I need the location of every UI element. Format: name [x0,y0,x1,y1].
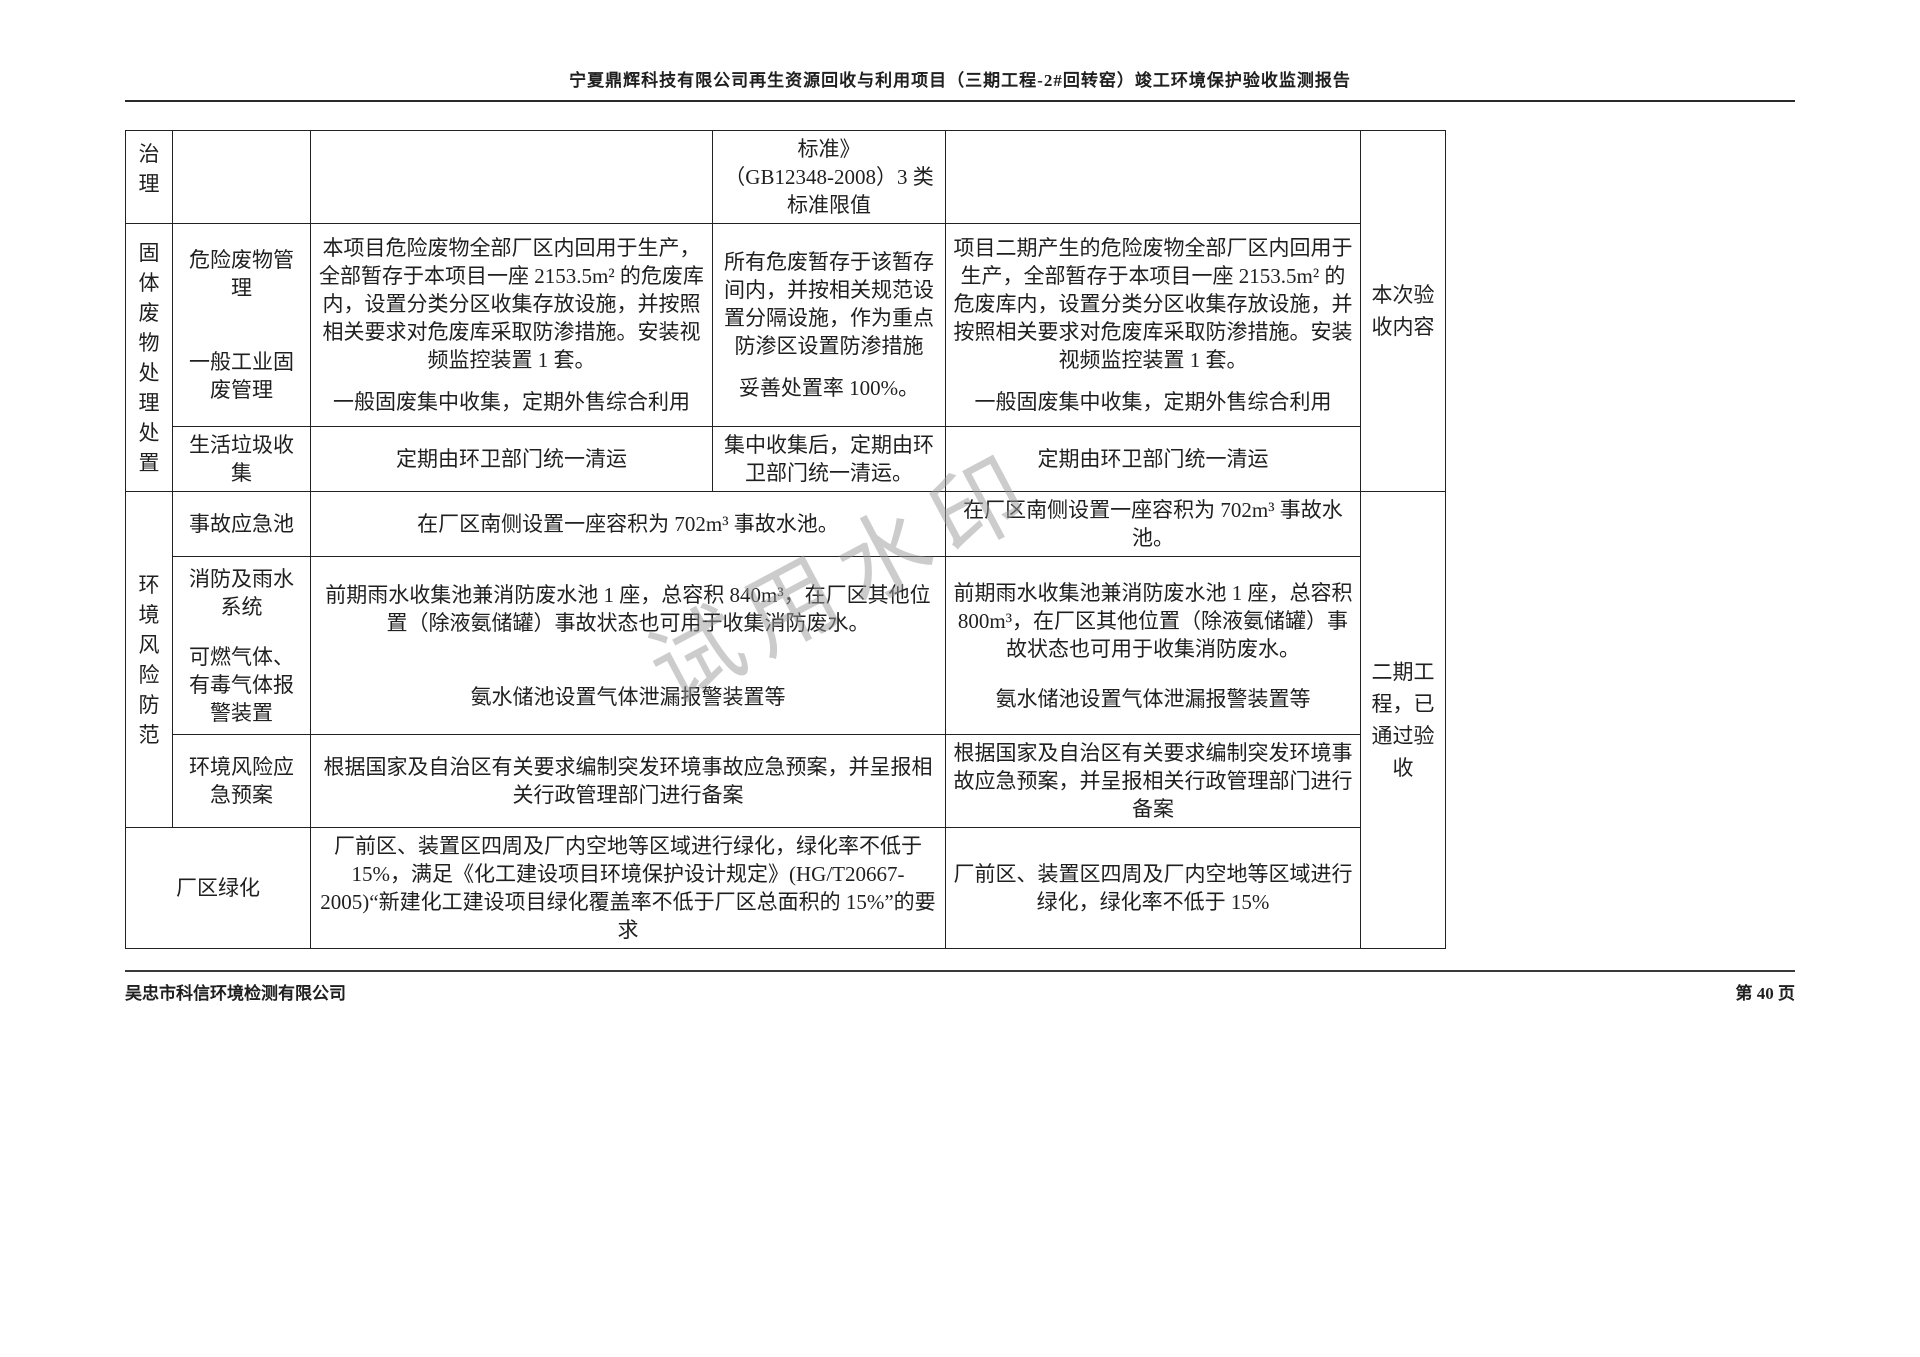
page-footer: 吴忠市科信环境检测有限公司 第 40 页 [125,970,1795,1004]
cell-accident-pool-phase3: 在厂区南侧设置一座容积为 702m³ 事故水池。 [310,491,946,557]
vertical-label-treatment: 治理 [125,130,173,224]
emergency-plan-text: 根据国家及自治区有关要求编制突发环境事故应急预案，并呈报相关行政管理部门进行备案 [323,755,933,807]
disposal-rate-text: 妥善处置率 100%。 [738,376,920,400]
emergency-plan-label: 环境风险应急预案 [189,755,294,807]
phase2-greening-text: 厂前区、装置区四周及厂内空地等区域进行绿化，绿化率不低于 15% [953,862,1353,914]
cell-empty [172,130,311,224]
cell-phase2-accepted: 二期工程，已通过验收 [1360,491,1446,949]
cell-greening-phase3: 厂前区、装置区四周及厂内空地等区域进行绿化，绿化率不低于 15%，满足《化工建设… [310,827,946,949]
row-noise-standard-continued: 治理 标准》 （GB12348-2008）3 类 标准限值 本次验收内容 [125,130,1446,492]
row-fire-rainwater: 消防及雨水系统 可燃气体、有毒气体报警装置 前期雨水收集池兼消防废水池 1 座，… [126,556,1446,735]
cell-accident-pool-label: 事故应急池 [172,491,311,557]
phase2-garbage-text: 定期由环卫部门统一清运 [1037,447,1269,471]
acceptance-monitoring-table: 治理 标准》 （GB12348-2008）3 类 标准限值 本次验收内容 固体废… [125,130,1446,949]
garbage-measure-text: 定期由环卫部门统一清运 [396,447,627,471]
page-header-title: 宁夏鼎辉科技有限公司再生资源回收与利用项目（三期工程-2#回转窑）竣工环境保护验… [125,66,1795,102]
phase2-fire-rainwater-text: 前期雨水收集池兼消防废水池 1 座，总容积 800m³，在厂区其他位置（除液氨储… [953,580,1353,661]
waste-storage-check-text: 所有危废暂存于该暂存间内，并按相关规范设置分隔设施，作为重点防渗区设置防渗措施 [724,250,934,358]
row-hazardous-waste: 固体废物处理处置 危险废物管理 一般工业固废管理 本项目危险废物全部厂区内回用于… [125,223,1446,492]
phase2-general-waste-text: 一般固废集中收集，定期外售综合利用 [974,390,1332,414]
fire-rainwater-text: 前期雨水收集池兼消防废水池 1 座，总容积 840m³，在厂区其他位置（除液氨储… [325,582,931,635]
cell-garbage-measure-phase2: 定期由环卫部门统一清运 [945,426,1361,492]
cell-waste-measures-phase3: 本项目危险废物全部厂区内回用于生产，全部暂存于本项目一座 2153.5m² 的危… [310,223,713,427]
cell-waste-measures-phase2: 项目二期产生的危险废物全部厂区内回用于生产，全部暂存于本项目一座 2153.5m… [945,223,1361,427]
row-greening: 厂区绿化 厂前区、装置区四周及厂内空地等区域进行绿化，绿化率不低于 15%，满足… [125,827,1446,949]
hazardous-waste-measures-text: 本项目危险废物全部厂区内回用于生产，全部暂存于本项目一座 2153.5m² 的危… [319,236,704,372]
cell-garbage-measure-phase3: 定期由环卫部门统一清运 [310,426,713,492]
accident-pool-text: 在厂区南侧设置一座容积为 702m³ 事故水池。 [417,512,839,536]
cell-emergency-plan-label: 环境风险应急预案 [172,734,311,828]
acceptance-scope-text: 本次验收内容 [1371,283,1435,339]
phase2-accident-pool-text: 在厂区南侧设置一座容积为 702m³ 事故水池。 [963,498,1343,550]
hazardous-waste-mgmt-label: 危险废物管理 [189,248,294,300]
gas-alarm-label: 可燃气体、有毒气体报警装置 [189,644,294,725]
phase2-emergency-plan-text: 根据国家及自治区有关要求编制突发环境事故应急预案，并呈报相关行政管理部门进行备案 [953,741,1353,821]
vertical-label-env-risk-text: 环境风险防范 [138,572,160,747]
general-solid-waste-mgmt-label: 一般工业固废管理 [189,350,294,402]
gas-alarm-text: 氨水储池设置气体泄漏报警装置等 [470,684,786,709]
cell-waste-mgmt-labels: 危险废物管理 一般工业固废管理 [172,223,311,427]
cell-garbage-check-result: 集中收集后，定期由环卫部门统一清运。 [712,426,946,492]
cell-domestic-garbage-label: 生活垃圾收集 [172,426,311,492]
cell-emergency-plan-phase3: 根据国家及自治区有关要求编制突发环境事故应急预案，并呈报相关行政管理部门进行备案 [310,734,946,828]
cell-accident-pool-phase2: 在厂区南侧设置一座容积为 702m³ 事故水池。 [945,491,1361,557]
phase2-accepted-text: 二期工程，已通过验收 [1371,660,1435,780]
cell-noise-standard: 标准》 （GB12348-2008）3 类 标准限值 [712,130,946,224]
vertical-label-solid-waste-text: 固体废物处理处置 [138,240,160,475]
row-accident-pool: 环境风险防范 事故应急池 在厂区南侧设置一座容积为 702m³ 事故水池。 在厂… [125,491,1446,949]
vertical-label-treatment-text: 治理 [138,142,160,196]
cell-waste-check-result: 所有危废暂存于该暂存间内，并按相关规范设置分隔设施，作为重点防渗区设置防渗措施 … [712,223,946,427]
cell-fire-rainwater-phase2: 前期雨水收集池兼消防废水池 1 座，总容积 800m³，在厂区其他位置（除液氨储… [945,556,1361,735]
greening-text: 厂前区、装置区四周及厂内空地等区域进行绿化，绿化率不低于 15%，满足《化工建设… [320,834,936,942]
general-waste-measures-text: 一般固废集中收集，定期外售综合利用 [333,390,690,414]
cell-fire-rainwater-phase3: 前期雨水收集池兼消防废水池 1 座，总容积 840m³，在厂区其他位置（除液氨储… [310,556,946,735]
cell-greening-phase2: 厂前区、装置区四周及厂内空地等区域进行绿化，绿化率不低于 15% [945,827,1361,949]
vertical-label-env-risk-prevention: 环境风险防范 [125,491,173,828]
phase2-gas-alarm-text: 氨水储池设置气体泄漏报警装置等 [995,686,1311,711]
domestic-garbage-label: 生活垃圾收集 [189,433,294,485]
cell-empty [945,130,1361,224]
cell-fire-rainwater-labels: 消防及雨水系统 可燃气体、有毒气体报警装置 [172,556,311,735]
footer-company-name: 吴忠市科信环境检测有限公司 [125,984,346,1003]
garbage-check-text: 集中收集后，定期由环卫部门统一清运。 [724,433,934,485]
cell-acceptance-scope: 本次验收内容 [1360,130,1446,492]
row-domestic-garbage: 生活垃圾收集 定期由环卫部门统一清运 集中收集后，定期由环卫部门统一清运。 定期… [126,426,1446,492]
phase2-hazardous-waste-text: 项目二期产生的危险废物全部厂区内回用于生产，全部暂存于本项目一座 2153.5m… [953,236,1353,372]
vertical-label-solid-waste-disposal: 固体废物处理处置 [125,223,173,492]
cell-emergency-plan-phase2: 根据国家及自治区有关要求编制突发环境事故应急预案，并呈报相关行政管理部门进行备案 [945,734,1361,828]
footer-page-number: 第 40 页 [1735,984,1796,1003]
accident-pool-label: 事故应急池 [189,512,294,536]
row-emergency-plan: 环境风险应急预案 根据国家及自治区有关要求编制突发环境事故应急预案，并呈报相关行… [126,734,1446,828]
fire-rainwater-label: 消防及雨水系统 [189,566,294,619]
noise-standard-text: 标准》 （GB12348-2008）3 类 标准限值 [724,137,934,217]
greening-label: 厂区绿化 [176,876,260,900]
cell-empty [310,130,713,224]
cell-greening-label: 厂区绿化 [125,827,311,949]
